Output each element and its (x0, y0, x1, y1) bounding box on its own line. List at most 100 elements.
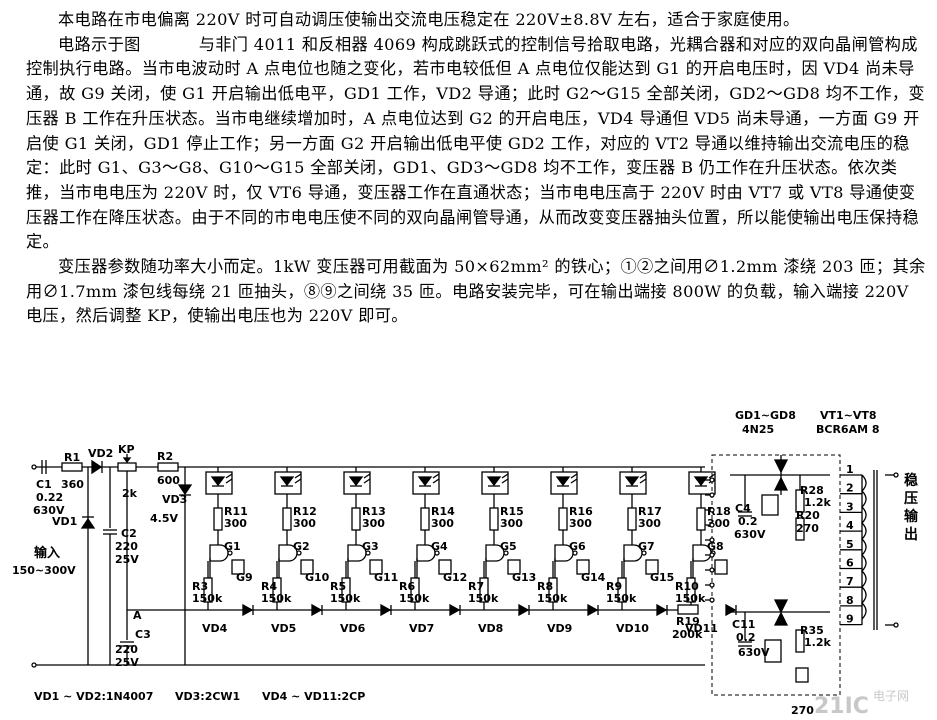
inverter-label: G9 (236, 571, 253, 584)
node-a-label: A (133, 609, 142, 622)
r-top-label: R15 (500, 505, 524, 518)
opto-label: GD1~GD8 (735, 409, 796, 422)
gate-label: G1 (224, 540, 241, 553)
principle-body: 与非门 4011 和反相器 4069 构成跳跃式的控制信号拾取电路，光耦合器和对… (26, 34, 925, 252)
box-terminal (709, 492, 715, 498)
c2-voltage: 25V (115, 553, 139, 566)
vd3-value: 4.5V (150, 512, 178, 525)
r-bottom-label: R6 (399, 580, 415, 593)
tap-label: 1 (846, 463, 854, 476)
c3-label: C3 (135, 628, 151, 641)
r19-value: 200k (672, 628, 703, 641)
box-terminal (709, 522, 715, 528)
output-label-char: 出 (904, 526, 918, 543)
r-bottom-value: 150k (537, 592, 568, 605)
inverter-label: G13 (512, 571, 536, 584)
output-label-char: 压 (904, 491, 918, 507)
r-top-value: 300 (293, 517, 316, 530)
footer-vd4-vd11: VD4 ~ VD11:2CP (262, 690, 365, 703)
r-top-value: 300 (569, 517, 592, 530)
tap-label: 2 (846, 482, 854, 495)
input-range: 150~300V (12, 564, 76, 577)
r35-value: 1.2k (804, 636, 831, 649)
r-top-value: 300 (500, 517, 523, 530)
tap-label: 7 (846, 575, 854, 588)
box-terminal (709, 507, 715, 513)
watermark-logo: 21IC (814, 694, 869, 719)
c2-label: C2 (121, 527, 137, 540)
gate-label: G3 (362, 540, 379, 553)
tap-label: 3 (846, 500, 854, 513)
r-top-value: 300 (638, 517, 661, 530)
c4-voltage: 630V (734, 528, 766, 541)
vd1-label: VD1 (52, 515, 77, 528)
r35-label: R35 (800, 624, 824, 637)
r-bottom-label: R4 (261, 580, 277, 593)
gate-label: G7 (638, 540, 655, 553)
r-bottom-value: 150k (192, 592, 223, 605)
r-bottom-value: 150k (261, 592, 292, 605)
r-bottom-value: 150k (330, 592, 361, 605)
c4-label: C4 (735, 502, 751, 515)
c11-voltage: 630V (738, 646, 770, 659)
tap-label: 5 (846, 538, 854, 551)
diode-label: VD7 (409, 622, 434, 635)
r-bottom-label: R5 (330, 580, 346, 593)
control-stages: R11300G1G9R3150kVD4R12300G2G10R4150kVD5R… (192, 467, 737, 635)
tap-label: 9 (846, 613, 854, 626)
c1-value: 0.22 (36, 491, 63, 504)
gate-label: G5 (500, 540, 517, 553)
r-top-label: R13 (362, 505, 386, 518)
vd2-label: VD2 (88, 447, 113, 460)
r1-value: 360 (61, 478, 84, 491)
diode-label: VD8 (478, 622, 503, 635)
output-label-char: 输 (904, 508, 919, 525)
c1-voltage: 630V (33, 504, 65, 517)
vd3-label: VD3 (162, 493, 187, 506)
triac-part: BCR6AM 8 (816, 423, 880, 436)
article-text: 本电路在市电偏离 220V 时可自动调压使输出交流电压稳定在 220V±8.8V… (26, 8, 926, 329)
r-top-value: 300 (224, 517, 247, 530)
inverter-label: G12 (443, 571, 467, 584)
c1-label: C1 (36, 478, 52, 491)
box-terminal (709, 552, 715, 558)
r-top-value: 300 (362, 517, 385, 530)
r-bottom-label: R7 (468, 580, 484, 593)
gate-label: G6 (569, 540, 586, 553)
r28-value: 1.2k (804, 496, 831, 509)
r-bottom-label: R3 (192, 580, 208, 593)
opto-part: 4N25 (742, 423, 774, 436)
tap-label: 8 (846, 594, 854, 607)
diode-label: VD11 (685, 622, 718, 635)
c11-label: C11 (732, 618, 755, 631)
r-bottom-value: 150k (606, 592, 637, 605)
kp-label: KP (118, 443, 135, 456)
diode-label: VD5 (271, 622, 296, 635)
kp-value: 2k (122, 487, 138, 500)
r-bottom-label: R10 (675, 580, 699, 593)
watermark-text: 电子网 (873, 689, 909, 703)
box-terminal (709, 477, 715, 483)
box-terminal (709, 597, 715, 603)
r28-label: R28 (800, 484, 824, 497)
diode-label: VD6 (340, 622, 366, 635)
r-top-label: R17 (638, 505, 662, 518)
box-terminal (709, 537, 715, 543)
r-bottom-label: R8 (537, 580, 553, 593)
r-bottom-value: 150k (399, 592, 430, 605)
c3-voltage: 25V (115, 656, 139, 669)
tap-label: 6 (846, 557, 854, 570)
output-label-char: 稳 (904, 472, 918, 489)
figure-ref: 电路示于图 (58, 34, 141, 54)
circuit-schematic: R11300G1G9R3150kVD4R12300G2G10R4150kVD5R… (12, 409, 919, 719)
diode-label: VD9 (547, 622, 572, 635)
paragraph-transformer: 变压器参数随功率大小而定。1kW 变压器可用截面为 50×62mm² 的铁心；①… (26, 257, 926, 326)
r2-label: R2 (157, 450, 173, 463)
input-label: 输入 (34, 545, 60, 561)
